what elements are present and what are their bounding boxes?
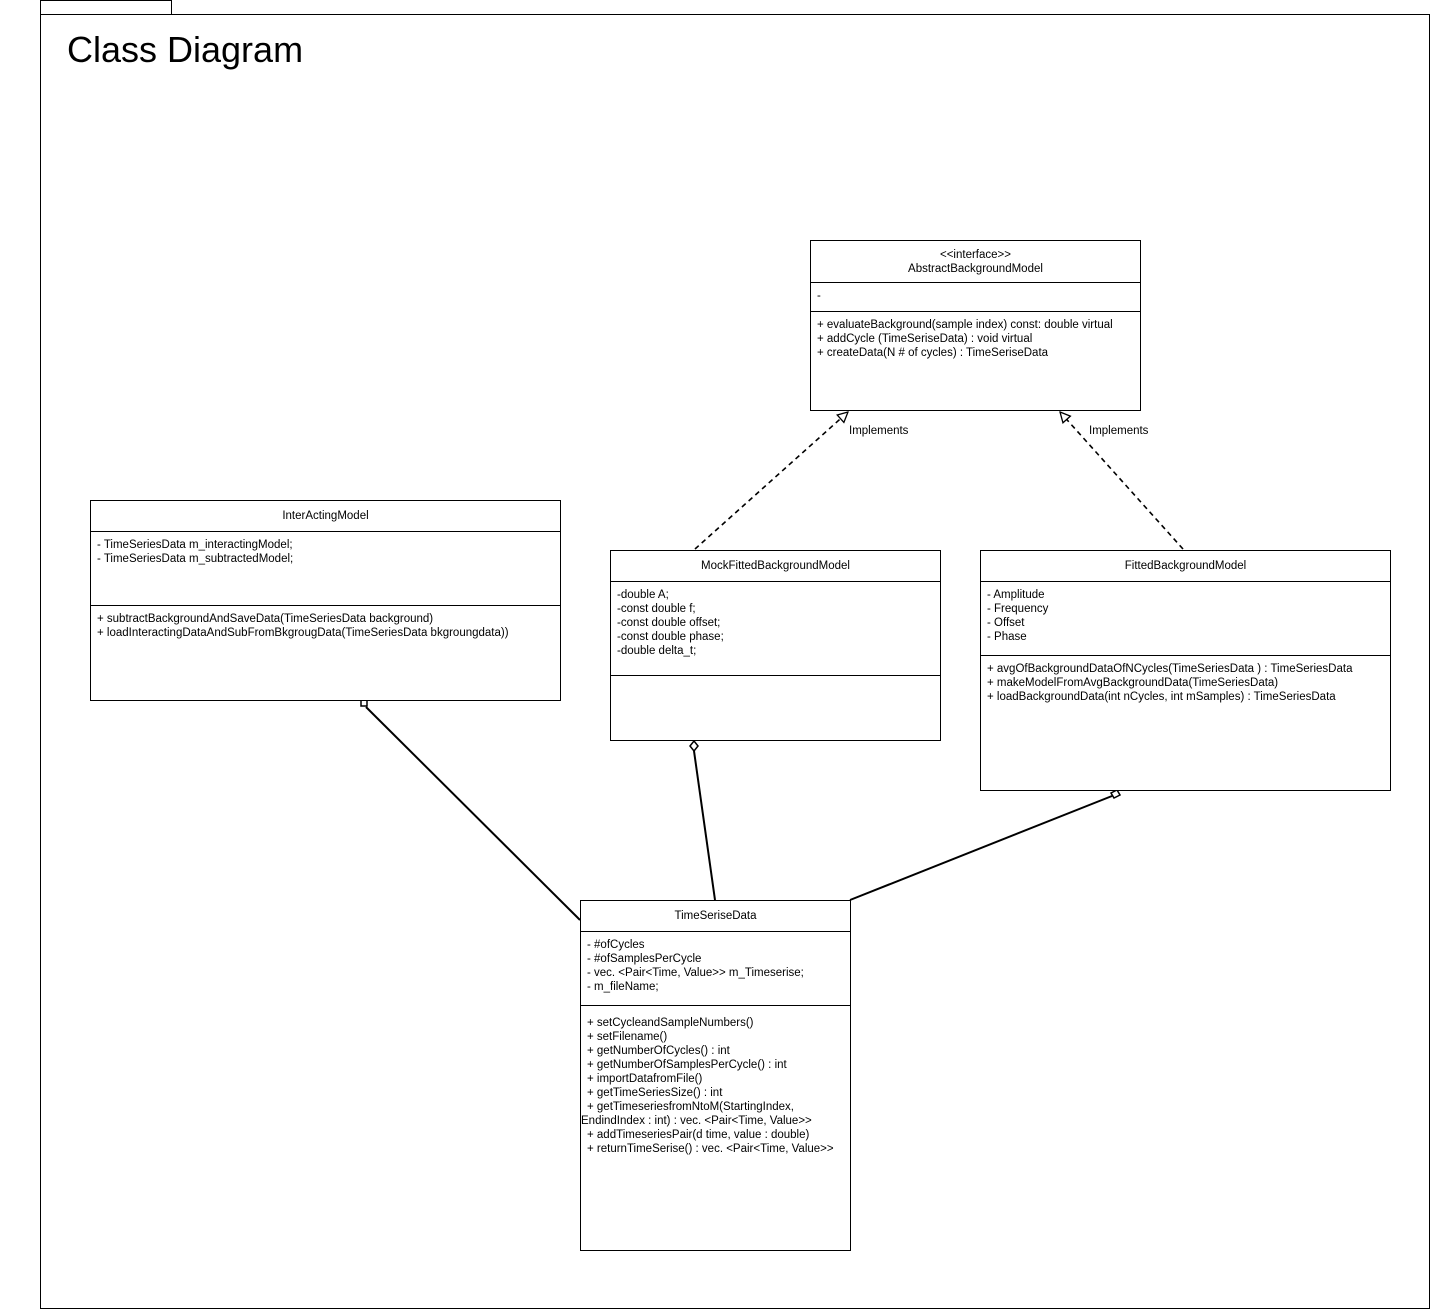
implements-label-left: Implements [849,425,909,437]
class-attribute: -const double offset; [617,617,721,629]
class-operation: + setFilename() [587,1031,668,1043]
class-attributes: - TimeSeriesData m_interactingModel; - T… [91,532,560,606]
class-fitted-background-model[interactable]: FittedBackgroundModel - Amplitude - Freq… [980,550,1391,791]
class-header: FittedBackgroundModel [981,551,1390,582]
class-header: TimeSeriseData [581,901,850,932]
class-attribute: - Frequency [987,603,1049,615]
diagram-frame [40,14,1430,1309]
class-operations: + subtractBackgroundAndSaveData(TimeSeri… [91,606,560,640]
diagram-frame-tab [40,0,172,15]
class-operation: + makeModelFromAvgBackgroundData(TimeSer… [987,677,1279,689]
implements-label-right: Implements [1089,425,1149,437]
class-attributes: - Amplitude - Frequency - Offset - Phase [981,582,1390,656]
association-end-fitted [1109,789,1122,799]
class-name: InterActingModel [282,510,369,522]
class-attribute: -const double phase; [617,631,724,643]
class-operation: + subtractBackgroundAndSaveData(TimeSeri… [97,613,434,625]
class-attribute: - [817,290,821,302]
class-operation: + setCycleandSampleNumbers() [587,1017,754,1029]
class-operation: + addTimeseriesPair(d time, value : doub… [587,1129,810,1141]
class-abstract-background-model[interactable]: <<interface>> AbstractBackgroundModel - … [810,240,1141,411]
class-operation: + getTimeSeriesSize() : int [587,1087,723,1099]
class-operations [611,676,940,682]
class-name: TimeSeriseData [674,910,757,922]
association-edge-fitted [849,795,1113,901]
class-operation: + addCycle (TimeSeriseData) : void virtu… [817,333,1033,345]
class-header: MockFittedBackgroundModel [611,551,940,582]
class-name: AbstractBackgroundModel [908,262,1043,275]
class-attribute: -const double f; [617,603,696,615]
class-mock-fitted-background-model[interactable]: MockFittedBackgroundModel -double A; -co… [610,550,941,741]
class-attributes: - [811,283,1140,312]
class-attribute: - #ofSamplesPerCycle [587,953,702,965]
diagram-title: Class Diagram [67,29,304,70]
implements-edge-mock [694,412,848,550]
class-attribute: - #ofCycles [587,939,645,951]
class-attribute: -double A; [617,589,669,601]
class-attribute: - Amplitude [987,589,1045,601]
class-operation: + loadBackgroundData(int nCycles, int mS… [987,691,1336,703]
class-attribute: -double delta_t; [617,645,697,657]
class-interacting-model[interactable]: InterActingModel - TimeSeriesData m_inte… [90,500,561,701]
class-attribute: - Phase [987,631,1027,643]
class-operation: EndindIndex : int) : vec. <Pair<Time, Va… [581,1115,812,1127]
class-operation: + importDatafromFile() [587,1073,703,1085]
class-operation: + getTimeseriesfromNtoM(StartingIndex, [587,1101,794,1113]
class-operation: + evaluateBackground(sample index) const… [817,319,1113,331]
association-end-mock [689,739,699,753]
class-attributes: -double A; -const double f; -const doubl… [611,582,940,676]
class-operation: + getNumberOfSamplesPerCycle() : int [587,1059,787,1071]
class-operation: + createData(N # of cycles) : TimeSerise… [817,347,1049,359]
class-attribute: - TimeSeriesData m_interactingModel; [97,539,293,551]
class-attribute: - vec. <Pair<Time, Value>> m_Timeserise; [587,967,804,979]
class-header: InterActingModel [91,501,560,532]
class-operation: + returnTimeSerise() : vec. <Pair<Time, … [587,1143,834,1155]
class-operations: + setCycleandSampleNumbers() + setFilena… [581,1006,850,1156]
association-edge-mock [693,750,716,901]
class-attribute: - Offset [987,617,1025,629]
class-operations: + avgOfBackgroundDataOfNCycles(TimeSerie… [981,656,1390,704]
class-stereotype: <<interface>> [940,248,1011,261]
class-operations: + evaluateBackground(sample index) const… [811,312,1140,360]
class-attribute: - TimeSeriesData m_subtractedModel; [97,553,294,565]
class-name: MockFittedBackgroundModel [701,560,850,572]
implements-edge-fitted [1060,412,1184,550]
class-attribute: - m_fileName; [587,981,659,993]
class-name: FittedBackgroundModel [1124,560,1247,572]
class-operation: + getNumberOfCycles() : int [587,1045,730,1057]
class-operation: + avgOfBackgroundDataOfNCycles(TimeSerie… [987,663,1353,675]
association-edge-interacting [365,706,581,921]
class-header: <<interface>> AbstractBackgroundModel [811,241,1140,283]
class-operation: + loadInteractingDataAndSubFromBkgrougDa… [97,627,509,639]
class-time-serise-data[interactable]: TimeSeriseData - #ofCycles - #ofSamplesP… [580,900,851,1251]
class-attributes: - #ofCycles - #ofSamplesPerCycle - vec. … [581,932,850,1006]
